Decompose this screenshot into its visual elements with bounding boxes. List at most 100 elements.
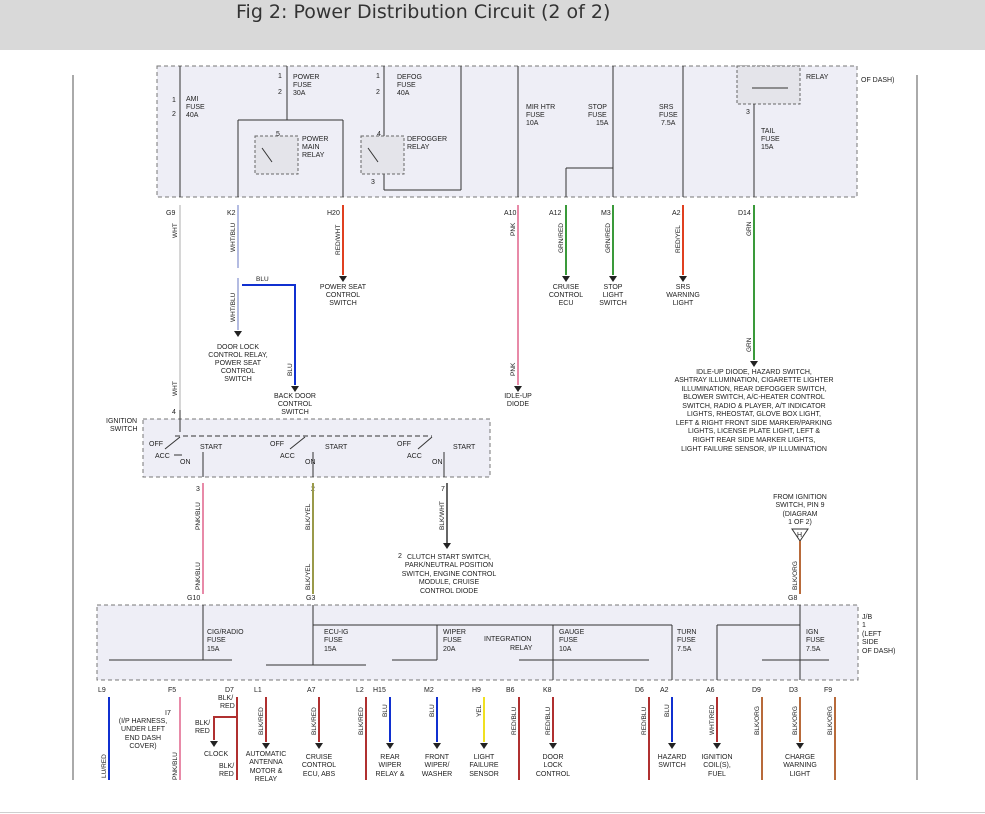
- svg-text:G9: G9: [166, 210, 175, 217]
- svg-text:CIG/RADIO: CIG/RADIO: [207, 629, 244, 636]
- svg-text:REAR: REAR: [380, 754, 399, 761]
- svg-text:CHARGE: CHARGE: [785, 754, 815, 761]
- bottom-arrow-heads: [210, 741, 804, 749]
- svg-text:CONTROL RELAY,: CONTROL RELAY,: [208, 352, 267, 359]
- svg-text:FUEL: FUEL: [708, 771, 726, 778]
- svg-text:5: 5: [276, 131, 280, 138]
- svg-text:I7: I7: [165, 710, 171, 717]
- svg-text:SENSOR: SENSOR: [469, 771, 499, 778]
- svg-text:IDLE-UP DIODE, HAZARD SWITCH,: IDLE-UP DIODE, HAZARD SWITCH,: [696, 369, 812, 376]
- svg-text:OFF: OFF: [270, 441, 284, 448]
- svg-text:WHT/RED: WHT/RED: [709, 704, 716, 735]
- svg-text:LIGHTS, RHEOSTAT, GLOVE BOX LI: LIGHTS, RHEOSTAT, GLOVE BOX LIGHT,: [687, 411, 821, 418]
- svg-text:GRN/RED: GRN/RED: [605, 223, 612, 253]
- svg-text:SWITCH: SWITCH: [329, 300, 357, 307]
- svg-text:PNK/BLU: PNK/BLU: [195, 562, 202, 590]
- svg-text:40A: 40A: [397, 90, 410, 97]
- svg-text:GAUGE: GAUGE: [559, 629, 585, 636]
- svg-text:COVER): COVER): [129, 743, 156, 750]
- svg-text:BLK/RED: BLK/RED: [311, 707, 318, 735]
- svg-text:OFF: OFF: [149, 441, 163, 448]
- svg-text:40A: 40A: [186, 112, 199, 119]
- svg-text:WARNING: WARNING: [666, 292, 700, 299]
- svg-text:SRS: SRS: [676, 284, 691, 291]
- svg-text:CRUISE: CRUISE: [306, 754, 333, 761]
- svg-text:WIPER: WIPER: [443, 629, 466, 636]
- svg-text:RED: RED: [195, 728, 210, 735]
- svg-text:FUSE: FUSE: [806, 637, 825, 644]
- svg-text:MIR HTR: MIR HTR: [526, 104, 555, 111]
- svg-text:HAZARD: HAZARD: [658, 754, 687, 761]
- bottom-destinations: BLK/ RED I7 (I/P HARNESS, UNDER LEFT END…: [119, 695, 817, 783]
- svg-text:WHT/BLU: WHT/BLU: [230, 292, 237, 322]
- svg-text:RED: RED: [219, 771, 234, 778]
- svg-text:J/B: J/B: [862, 614, 872, 621]
- svg-text:BLK/: BLK/: [195, 720, 210, 727]
- svg-text:(LEFT: (LEFT: [862, 631, 882, 638]
- svg-text:OF DASH): OF DASH): [862, 648, 895, 655]
- svg-text:2: 2: [278, 89, 282, 96]
- svg-text:2: 2: [172, 111, 176, 118]
- svg-text:SWITCH: SWITCH: [110, 426, 138, 433]
- svg-text:WIPER/: WIPER/: [425, 762, 450, 769]
- svg-text:YEL: YEL: [476, 704, 483, 717]
- top-wire-labels: WHT WHT/BLU RED/WHT PNK GRN/RED GRN/RED …: [172, 221, 753, 396]
- svg-text:BLK/: BLK/: [219, 763, 234, 770]
- svg-text:OF DASH): OF DASH): [861, 77, 894, 84]
- svg-text:RELAY: RELAY: [302, 152, 325, 159]
- svg-text:7: 7: [441, 486, 445, 493]
- svg-text:2: 2: [398, 553, 402, 560]
- figure-title: Fig 2: Power Distribution Circuit (2 of …: [236, 1, 611, 23]
- svg-text:DEFOGGER: DEFOGGER: [407, 136, 447, 143]
- svg-text:POWER: POWER: [302, 136, 328, 143]
- svg-text:MAIN: MAIN: [302, 144, 320, 151]
- svg-text:SIDE: SIDE: [862, 639, 879, 646]
- svg-text:PARK/NEUTRAL POSITION: PARK/NEUTRAL POSITION: [405, 562, 493, 569]
- svg-text:BLK/ORG: BLK/ORG: [792, 706, 799, 735]
- svg-text:RIGHT REAR SIDE MARKER LIGHTS,: RIGHT REAR SIDE MARKER LIGHTS,: [693, 437, 815, 444]
- svg-text:FUSE: FUSE: [443, 637, 462, 644]
- svg-text:END DASH: END DASH: [125, 735, 161, 742]
- svg-text:SWITCH: SWITCH: [224, 376, 252, 383]
- svg-text:GRN/RED: GRN/RED: [558, 223, 565, 253]
- bottom-pin-labels: L9 F5 D7 L1 A7 L2 H15 M2 H9 B6 K8 D6 A2 …: [98, 687, 832, 694]
- power-fuse: 1 2 POWER FUSE 30A: [237, 66, 344, 197]
- svg-text:ON: ON: [432, 459, 443, 466]
- svg-text:SWITCH: SWITCH: [599, 300, 627, 307]
- svg-text:FAILURE: FAILURE: [469, 762, 499, 769]
- svg-text:DOOR: DOOR: [543, 754, 564, 761]
- svg-text:GRN: GRN: [746, 221, 753, 236]
- svg-text:L2: L2: [356, 687, 364, 694]
- svg-text:SWITCH, PIN 9: SWITCH, PIN 9: [775, 502, 824, 509]
- svg-text:LU/RED: LU/RED: [101, 754, 108, 778]
- svg-text:POWER SEAT: POWER SEAT: [320, 284, 367, 291]
- svg-text:UNDER LEFT: UNDER LEFT: [121, 726, 166, 733]
- svg-text:POWER SEAT: POWER SEAT: [215, 360, 262, 367]
- svg-text:BLK/YEL: BLK/YEL: [305, 503, 312, 530]
- svg-text:BLK/RED: BLK/RED: [358, 707, 365, 735]
- svg-text:D3: D3: [789, 687, 798, 694]
- from-ignition-note: FROM IGNITION SWITCH, PIN 9 (DIAGRAM 1 O…: [773, 494, 827, 594]
- svg-text:LIGHTS, LICENSE PLATE LIGHT, L: LIGHTS, LICENSE PLATE LIGHT, LEFT &: [688, 428, 820, 435]
- svg-text:BLK/: BLK/: [218, 695, 233, 702]
- svg-text:CLOCK: CLOCK: [204, 751, 228, 758]
- svg-text:RELAY: RELAY: [510, 645, 533, 652]
- svg-text:WARNING: WARNING: [783, 762, 817, 769]
- svg-text:IGNITION: IGNITION: [701, 754, 732, 761]
- svg-text:COIL(S),: COIL(S),: [703, 762, 731, 769]
- svg-text:ASHTRAY ILLUMINATION, CIGARETT: ASHTRAY ILLUMINATION, CIGARETTE LIGHTER: [674, 377, 833, 384]
- svg-text:LEFT & RIGHT FRONT SIDE MARKER: LEFT & RIGHT FRONT SIDE MARKER/PARKING: [676, 420, 832, 427]
- svg-text:L1: L1: [254, 687, 262, 694]
- svg-text:D6: D6: [635, 687, 644, 694]
- ignition-switch: IGNITION SWITCH 4 OFF ACC ON START OFF A…: [106, 409, 491, 493]
- svg-text:ACC: ACC: [280, 453, 295, 460]
- svg-text:A6: A6: [706, 687, 715, 694]
- svg-text:RED/BLU: RED/BLU: [511, 707, 518, 735]
- svg-text:FRONT: FRONT: [425, 754, 450, 761]
- svg-text:LIGHT: LIGHT: [790, 771, 811, 778]
- svg-text:LIGHT FAILURE SENSOR, I/P ILLU: LIGHT FAILURE SENSOR, I/P ILLUMINATION: [681, 446, 827, 453]
- top-destinations: POWER SEAT CONTROL SWITCH CRUISE CONTROL…: [208, 284, 833, 453]
- svg-text:BLU: BLU: [382, 704, 389, 717]
- svg-text:K8: K8: [543, 687, 552, 694]
- svg-text:7.5A: 7.5A: [677, 646, 692, 653]
